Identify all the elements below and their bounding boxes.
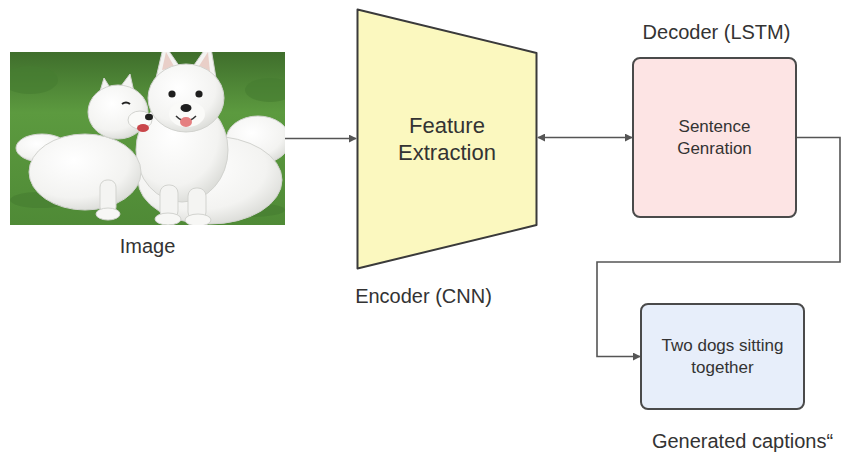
puppy-face-part: [122, 103, 130, 105]
puppy: [16, 74, 152, 220]
big-dog-face: [168, 90, 202, 127]
node-label: Feature Extraction: [382, 112, 512, 167]
grass-texture-part: [245, 78, 285, 102]
connector-arrow: [538, 137, 632, 139]
caption-box: Two dogs sitting togetherGenerated capti…: [640, 303, 805, 410]
big-dog-face-part: [195, 90, 202, 97]
node-label: Two dogs sitting together: [662, 335, 784, 378]
decoder-box: Decoder (LSTM)Sentence Genration: [632, 57, 797, 218]
photo: [10, 52, 285, 225]
heading-label: Encoder (CNN): [296, 285, 551, 308]
big-dog-part: [148, 64, 224, 132]
heading-label: Generated captions“: [622, 430, 863, 453]
trapezoid-outline: [356, 8, 538, 270]
puppy-face-part: [145, 114, 153, 120]
heading-label: Image: [0, 235, 305, 258]
trapezoid-shape: [358, 10, 537, 269]
grass-texture-part: [10, 66, 58, 94]
big-dog-face-part: [168, 90, 175, 97]
encoder-trapezoid: Feature ExtractionEncoder (CNN): [356, 8, 538, 270]
big-dog-part: [155, 213, 181, 225]
image-node: Image: [10, 52, 285, 225]
puppy-face-part: [137, 124, 149, 132]
big-dog-part: [185, 214, 211, 225]
puppy-face: [122, 103, 153, 133]
big-dog-face-part: [181, 104, 192, 112]
big-dog-part: [169, 101, 205, 127]
big-dog-face-part: [180, 117, 192, 127]
big-dog: [136, 52, 285, 225]
node-label: Sentence Genration: [660, 116, 770, 159]
connector-arrow: [285, 138, 356, 140]
heading-label: Decoder (LSTM): [594, 21, 839, 44]
puppy-part: [96, 208, 120, 220]
puppy-part: [29, 134, 141, 210]
